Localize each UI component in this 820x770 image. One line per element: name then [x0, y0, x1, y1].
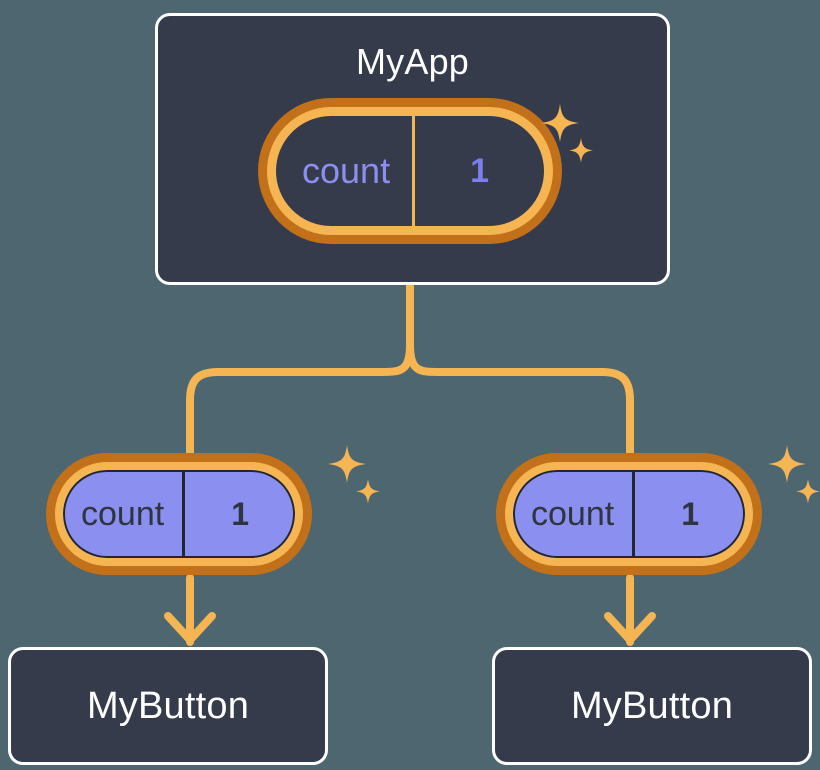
arrow-down-right: [604, 574, 656, 646]
state-pill-child-left[interactable]: count 1: [55, 462, 303, 566]
state-value-label: 1: [681, 496, 699, 532]
component-card-mybutton-right[interactable]: MyButton: [492, 647, 812, 765]
state-pill[interactable]: count 1: [505, 462, 753, 566]
state-pill-root[interactable]: count 1: [267, 107, 553, 235]
state-pill[interactable]: count 1: [55, 462, 303, 566]
sparkles-icon: [328, 445, 380, 504]
state-key-label: count: [302, 150, 391, 191]
state-value-label: 1: [470, 152, 489, 190]
component-name-label: MyButton: [86, 685, 250, 727]
connector-branch-left: [186, 341, 414, 466]
component-name-label: MyButton: [570, 685, 734, 727]
state-value-label: 1: [231, 496, 249, 532]
state-pill-child-right[interactable]: count 1: [505, 462, 753, 566]
state-key-label: count: [531, 495, 615, 533]
state-pill[interactable]: count 1: [267, 107, 553, 235]
state-pill-divider: [412, 116, 416, 226]
state-key-label: count: [81, 495, 165, 533]
component-name-label: MyApp: [355, 41, 470, 82]
arrow-down-left: [164, 574, 216, 646]
connector-branch-right: [406, 341, 634, 466]
state-pill-divider: [182, 470, 186, 558]
state-pill-divider: [632, 470, 636, 558]
component-card-mybutton-left[interactable]: MyButton: [8, 647, 328, 765]
sparkles-icon: [768, 445, 820, 504]
